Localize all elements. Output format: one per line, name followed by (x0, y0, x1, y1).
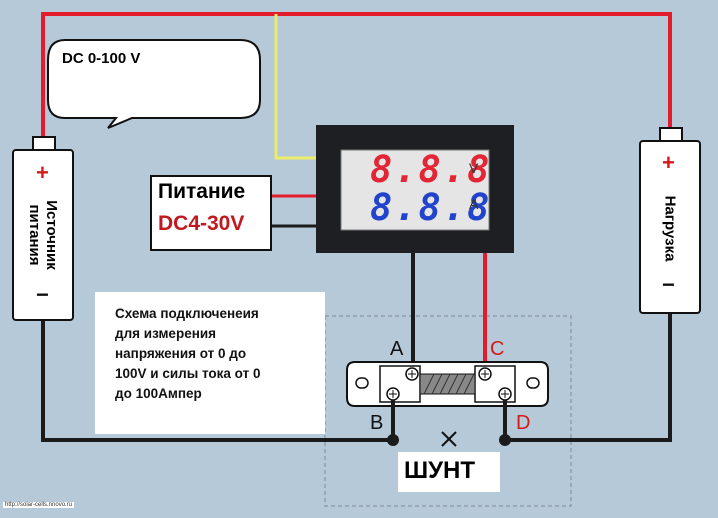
source-minus: − (36, 282, 49, 307)
junction-d (499, 434, 511, 446)
terminal-b-label: B (370, 412, 384, 434)
voltage-bubble (47, 39, 261, 129)
shunt-resistor (419, 373, 476, 395)
description-line: до 100Ампер (115, 386, 202, 401)
power-range: DC4-30V (158, 212, 245, 235)
black-wire-meter-a (411, 252, 415, 376)
black-wire-source (41, 318, 390, 442)
meter-voltage-unit: V (469, 160, 479, 176)
red-wire-top (41, 12, 672, 142)
break-x-icon (441, 431, 457, 447)
terminal-a-label: A (390, 338, 404, 360)
shunt-label-box (398, 452, 500, 492)
load-label: Нагрузка (661, 195, 679, 262)
shunt-slot-left (355, 377, 369, 389)
meter-current-readout: 8.8.8 (370, 186, 492, 229)
source-battery-cap (32, 136, 56, 151)
bubble-text: DC 0-100 V (62, 50, 141, 67)
power-title: Питание (158, 180, 246, 203)
source-battery (12, 149, 74, 321)
description-line: напряжения от 0 до (115, 346, 247, 361)
black-wire-load (500, 312, 672, 442)
meter-voltage-readout: 8.8.8 (370, 148, 492, 191)
load-plus: + (662, 150, 675, 175)
meter-current-unit: A (469, 196, 479, 212)
screw-a (405, 367, 419, 381)
yellow-wire (274, 14, 318, 160)
junction-b (387, 434, 399, 446)
meter-display (340, 149, 490, 231)
description-line: Схема подключенеия (115, 306, 259, 321)
description-line: для измерения (115, 326, 217, 341)
screw-d (498, 387, 512, 401)
screw-c (478, 367, 492, 381)
source-plus: + (36, 160, 49, 185)
load-minus: − (662, 272, 675, 297)
description-box (95, 292, 325, 434)
source-url[interactable]: http://solar-cells.nnovo.ru (3, 502, 75, 508)
shunt-frame (324, 315, 572, 507)
screw-b (386, 387, 400, 401)
description-line: 100V и силы тока от 0 (115, 366, 261, 381)
terminal-d-label: D (516, 412, 531, 434)
power-box (150, 175, 272, 251)
shunt-label: ШУНТ (404, 457, 476, 484)
load-battery-cap (659, 127, 683, 142)
terminal-c-label: C (490, 338, 505, 360)
load-battery (639, 140, 701, 314)
source-label: Источник питания (26, 200, 60, 270)
shunt-slot-right (526, 377, 540, 389)
